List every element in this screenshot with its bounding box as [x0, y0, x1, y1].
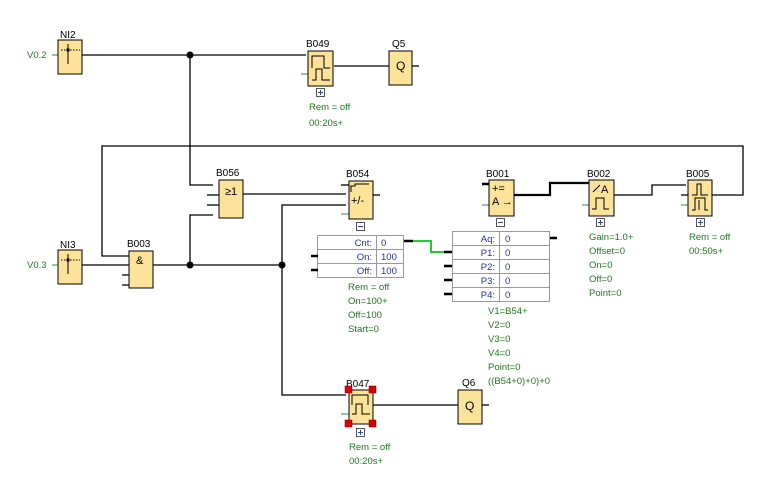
param-text: Off=100: [348, 310, 382, 321]
param-text: V4=0: [488, 348, 510, 359]
block-label: NI3: [60, 240, 76, 251]
param-text: 00:20s+: [349, 456, 384, 467]
resize-handle[interactable]: [344, 419, 353, 428]
block-b047[interactable]: B047 Rem = off 00:20s+: [341, 379, 391, 467]
param-text: 00:50s+: [689, 246, 724, 257]
expand-button[interactable]: [316, 88, 325, 97]
resize-handle[interactable]: [368, 419, 377, 428]
param-text: Rem = off: [309, 102, 351, 113]
resize-handle[interactable]: [344, 385, 353, 394]
table-value: 0: [505, 234, 510, 245]
table-value: 0: [381, 238, 386, 249]
block-label: B001: [486, 169, 510, 180]
wire-b001-b002[interactable]: [514, 181, 589, 197]
selection-handles[interactable]: [344, 385, 377, 428]
block-label: B047: [346, 379, 370, 390]
block-label: B049: [306, 39, 330, 50]
table-value: 100: [381, 266, 397, 277]
wires: [82, 51, 744, 406]
input-ni3[interactable]: NI3 V0.3: [27, 240, 83, 285]
param-text: On=100+: [348, 296, 388, 307]
block-label: B002: [587, 169, 611, 180]
counter-icon: [350, 183, 369, 192]
input-address: V0.3: [27, 260, 47, 271]
input-ni2[interactable]: NI2 V0.2: [27, 30, 83, 75]
param-text: Rem = off: [348, 282, 390, 293]
table-value: 0: [505, 248, 510, 259]
block-label: NI2: [60, 30, 76, 41]
block-label: Q5: [392, 39, 406, 50]
param-text: 00:20s+: [309, 118, 344, 129]
param-text: Point=0: [589, 288, 622, 299]
param-text: ((B54+0)+0)+0: [488, 376, 550, 387]
parameter-table: Aq: 0 P1: 0 P2: 0 P3: 0 P4: 0: [444, 231, 557, 302]
output-q5[interactable]: Q5 Q: [388, 39, 413, 86]
param-text: V3=0: [488, 334, 510, 345]
output-symbol: Q: [465, 399, 474, 413]
table-value: 0: [505, 276, 510, 287]
table-label: P4:: [481, 290, 495, 301]
block-label: B003: [127, 239, 151, 250]
parameter-table: Cnt: 0 On: 100 Off: 100: [311, 235, 404, 278]
table-label: P3:: [481, 276, 495, 287]
collapse-button[interactable]: [356, 222, 365, 231]
block-label: B056: [216, 168, 240, 179]
block-label: B005: [686, 169, 710, 180]
param-text: Off=0: [589, 274, 612, 285]
param-text: V2=0: [488, 320, 510, 331]
output-q6[interactable]: Q6 Q: [457, 378, 483, 425]
and-gate-symbol: &: [136, 255, 144, 267]
table-value: 100: [381, 252, 397, 263]
math-symbol: A →: [492, 196, 513, 208]
table-label: Aq:: [481, 234, 495, 245]
param-text: Rem = off: [349, 442, 391, 453]
block-b056[interactable]: B056 ≥1: [207, 168, 244, 219]
analog-threshold-icon: A: [592, 184, 609, 210]
table-label: P2:: [481, 262, 495, 273]
timer-pulse-icon: [351, 394, 370, 415]
math-symbol: +=: [492, 183, 505, 195]
expand-button[interactable]: [596, 218, 605, 227]
expand-button[interactable]: [696, 218, 705, 227]
table-label: On:: [357, 252, 372, 263]
param-text: Rem = off: [689, 232, 731, 243]
block-b054[interactable]: B054 +/- Cnt: 0 On: 100 Off: 100 Rem = o…: [311, 169, 404, 335]
block-b005[interactable]: B005 Rem = off 00:50s+: [681, 169, 731, 257]
updown-counter-symbol: +/-: [351, 195, 364, 207]
input-address: V0.2: [27, 50, 47, 61]
wire-b054-b001-analog[interactable]: [413, 240, 447, 253]
timer-pulse-icon: [311, 55, 330, 81]
block-label: Q6: [462, 378, 476, 389]
block-b002[interactable]: B002 A Gain=1.0+ Offset=0 On=0 Off=0 Poi…: [582, 169, 634, 299]
block-b049[interactable]: B049 Rem = off 00:20s+: [301, 39, 351, 129]
expand-button[interactable]: [356, 428, 365, 437]
svg-text:A: A: [601, 184, 609, 196]
resize-handle[interactable]: [368, 385, 377, 394]
on-off-delay-icon: [692, 183, 708, 211]
block-label: B054: [346, 169, 370, 180]
param-text: Offset=0: [589, 246, 625, 257]
network-input-icon: [61, 44, 80, 64]
param-text: On=0: [589, 260, 613, 271]
param-text: V1=B54+: [488, 306, 528, 317]
output-symbol: Q: [396, 59, 405, 73]
wire-b005-feedback[interactable]: [101, 145, 744, 257]
table-label: Cnt:: [355, 238, 372, 249]
block-b003[interactable]: B003 &: [122, 239, 154, 289]
wire-b002-b005[interactable]: [614, 184, 686, 196]
wire-ni2-b056[interactable]: [189, 55, 213, 186]
block-b001[interactable]: B001 += A → Aq: 0 P1: 0 P2: 0: [444, 169, 557, 387]
table-value: 0: [505, 262, 510, 273]
network-input-icon: [61, 254, 80, 274]
or-gate-symbol: ≥1: [225, 186, 237, 198]
param-text: Start=0: [348, 324, 379, 335]
table-label: P1:: [481, 248, 495, 259]
param-text: Point=0: [488, 362, 521, 373]
table-value: 0: [505, 290, 510, 301]
collapse-button[interactable]: [496, 218, 505, 227]
table-label: Off:: [357, 266, 372, 277]
param-text: Gain=1.0+: [589, 232, 634, 243]
